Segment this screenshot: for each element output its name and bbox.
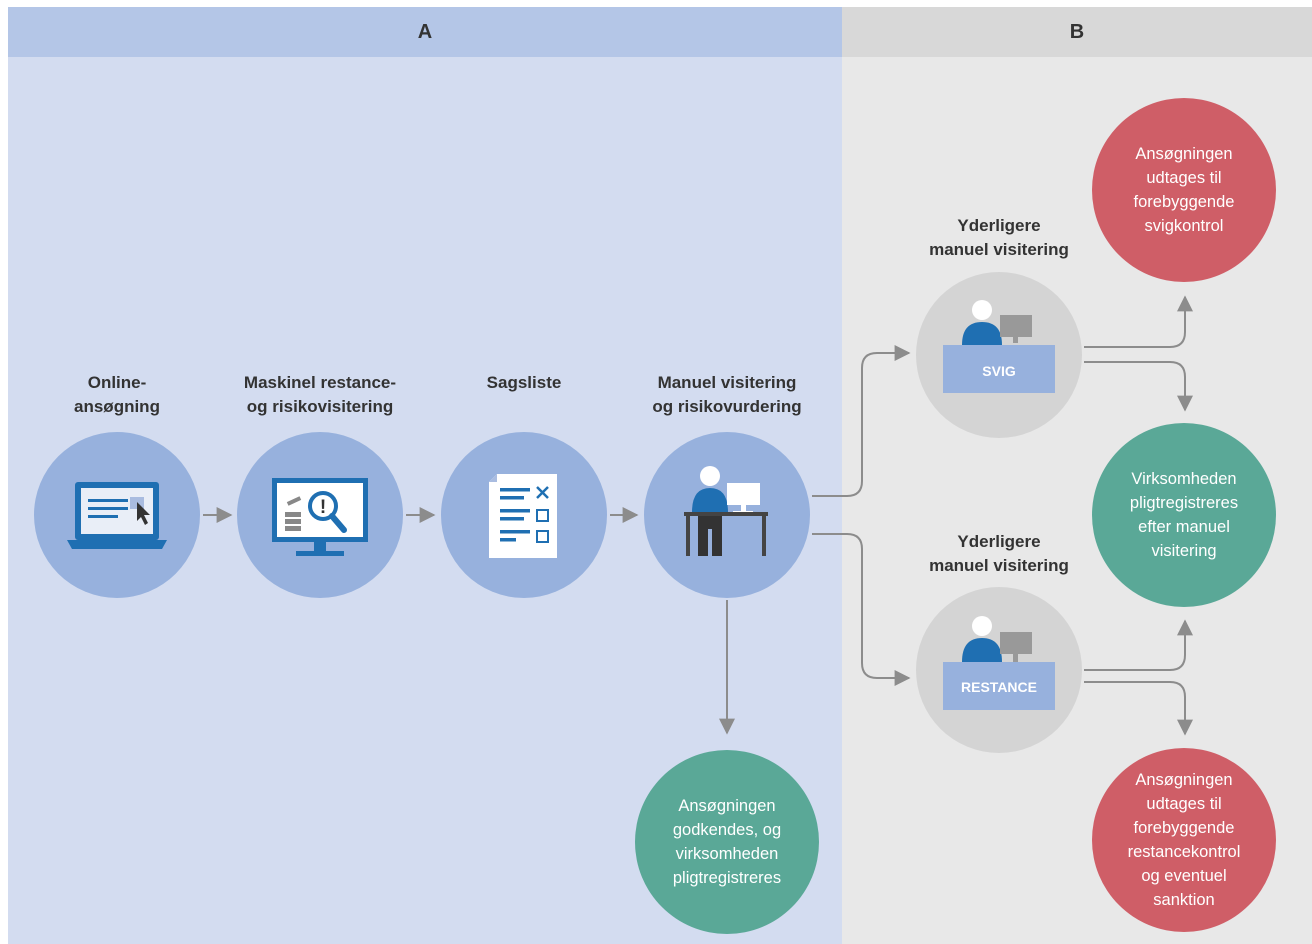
step-label-online: Online- ansøgning — [74, 373, 160, 416]
arrow-step4-fraud — [812, 345, 911, 497]
outcome-registered-text: Virksomheden pligtregistreres efter manu… — [1129, 470, 1239, 560]
panel-b-header: B — [842, 7, 1312, 57]
checklist-document-icon — [489, 474, 557, 558]
arrow-fraud-registered — [1084, 361, 1193, 412]
step-label-caselist: Sagsliste — [486, 373, 562, 392]
outcome-circle-fraud-control — [1092, 98, 1276, 282]
person-at-desk-svig-icon: SVIG — [943, 300, 1055, 393]
arrow-arrears-registered — [1084, 619, 1193, 671]
arrow-fraud-control — [1084, 295, 1193, 348]
outcome-fraud-control-text: Ansøgningen udtages til forebyggende svi… — [1133, 145, 1235, 235]
flow-arrows — [203, 295, 1193, 736]
arrow-step4-arrears — [812, 533, 911, 686]
person-at-desk-restance-icon: RESTANCE — [943, 616, 1055, 710]
step-label-manual: Manuel visitering og risikovurdering — [652, 373, 802, 416]
person-at-desk-icon — [684, 466, 768, 556]
step-label-machine: Maskinel restance- og risikovisitering — [243, 373, 397, 416]
outcome-approved-text: Ansøgningen godkendes, og virksomheden p… — [672, 797, 782, 887]
panel-a-header: A — [8, 7, 842, 57]
arrow-arrears-control — [1084, 681, 1193, 736]
outcome-circle-registered — [1092, 423, 1276, 607]
outcome-arrears-control-text: Ansøgningen udtages til forebyggende res… — [1127, 771, 1241, 909]
desk-label-restance: RESTANCE — [961, 679, 1037, 695]
branch-label-fraud: Yderligere manuel visitering — [929, 216, 1069, 259]
desk-label-svig: SVIG — [982, 363, 1016, 379]
branch-label-arrears: Yderligere manuel visitering — [929, 532, 1069, 575]
monitor-magnifier-icon: ! — [272, 478, 368, 556]
outcome-circle-approved — [635, 750, 819, 934]
laptop-cursor-icon — [67, 482, 167, 549]
svg-text:!: ! — [320, 497, 326, 518]
outcome-circle-arrears-control — [1092, 748, 1276, 932]
